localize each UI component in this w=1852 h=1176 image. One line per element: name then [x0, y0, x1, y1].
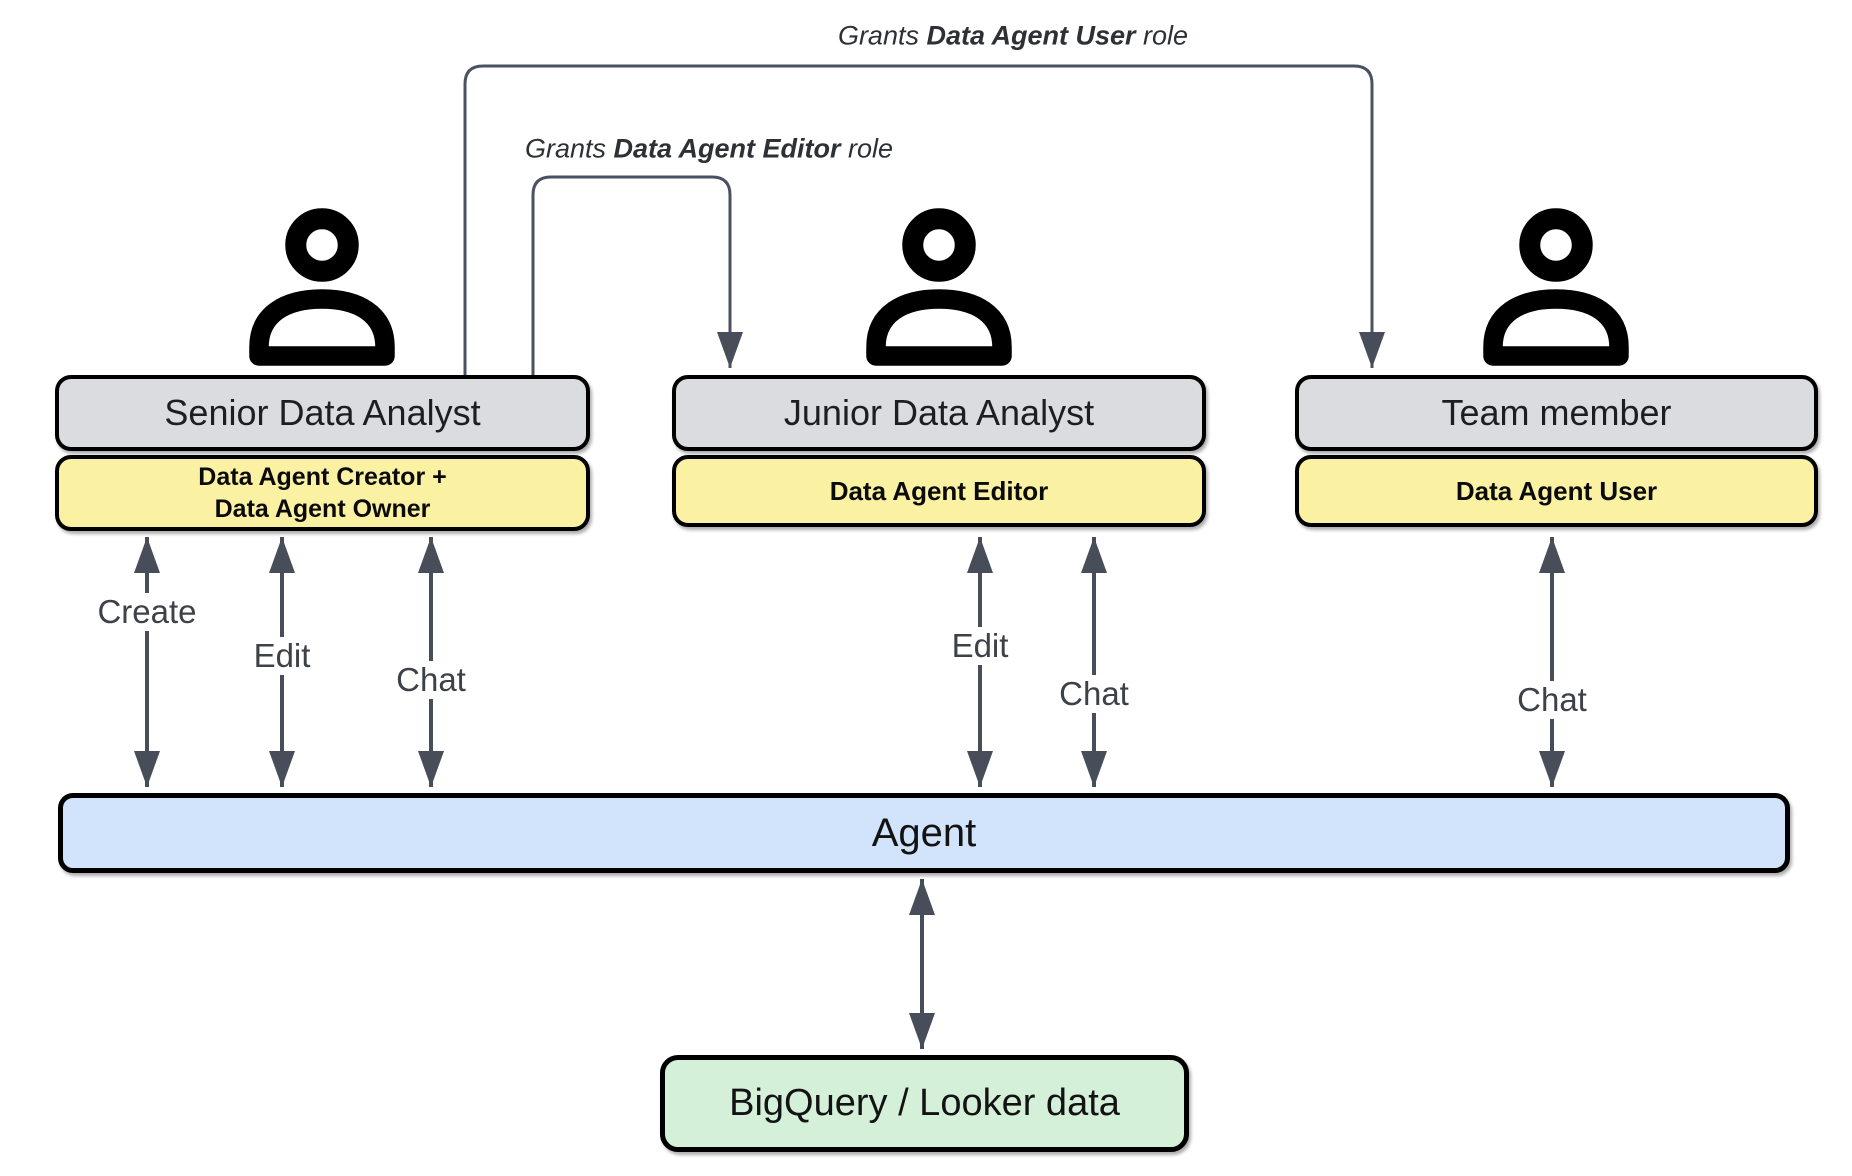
junior-permission-label: Data Agent Editor [829, 475, 1049, 506]
team-permission-box: Data Agent User [1295, 455, 1818, 527]
junior-permission-box: Data Agent Editor [672, 455, 1206, 527]
datastore-label: BigQuery / Looker data [729, 1082, 1120, 1124]
grant-user-prefix: Grants [837, 20, 927, 51]
senior-permission-box: Data Agent Creator + Data Agent Owner [55, 455, 590, 531]
senior-permission-line1: Data Agent Creator + [198, 462, 447, 491]
agent-label: Agent [871, 810, 977, 855]
team-person-icon [1483, 208, 1629, 366]
grant-editor-role-arrow [531, 175, 743, 377]
grant-editor-prefix: Grants [524, 133, 614, 164]
grant-user-suffix: role [1135, 20, 1189, 51]
team-permission-label: Data Agent User [1455, 475, 1658, 506]
team-role-box: Team member [1295, 375, 1818, 451]
junior-chat-label: Chat [1049, 675, 1139, 713]
senior-create-label: Create [87, 593, 207, 631]
grant-editor-role-name: Data Agent Editor [613, 133, 841, 164]
senior-person-icon [249, 208, 395, 366]
team-role-title: Team member [1441, 392, 1672, 433]
senior-role-box: Senior Data Analyst [55, 375, 590, 451]
senior-role-title: Senior Data Analyst [164, 392, 481, 433]
grant-editor-role-label: Grants Data Agent Editor role [525, 134, 893, 165]
datastore-box: BigQuery / Looker data [660, 1055, 1189, 1152]
grant-user-role-label: Grants Data Agent User role [838, 21, 1188, 52]
agent-bar: Agent [58, 793, 1790, 873]
junior-person-icon [866, 208, 1012, 366]
senior-edit-label: Edit [243, 637, 321, 675]
junior-edit-label: Edit [941, 627, 1019, 665]
grant-editor-suffix: role [840, 133, 894, 164]
grant-user-role-name: Data Agent User [926, 20, 1136, 51]
senior-permission-line2: Data Agent Owner [214, 495, 431, 523]
grant-user-role-arrow [463, 64, 1385, 377]
team-chat-label: Chat [1507, 681, 1597, 719]
junior-role-box: Junior Data Analyst [672, 375, 1206, 451]
junior-role-title: Junior Data Analyst [783, 392, 1095, 433]
senior-chat-label: Chat [386, 661, 476, 699]
